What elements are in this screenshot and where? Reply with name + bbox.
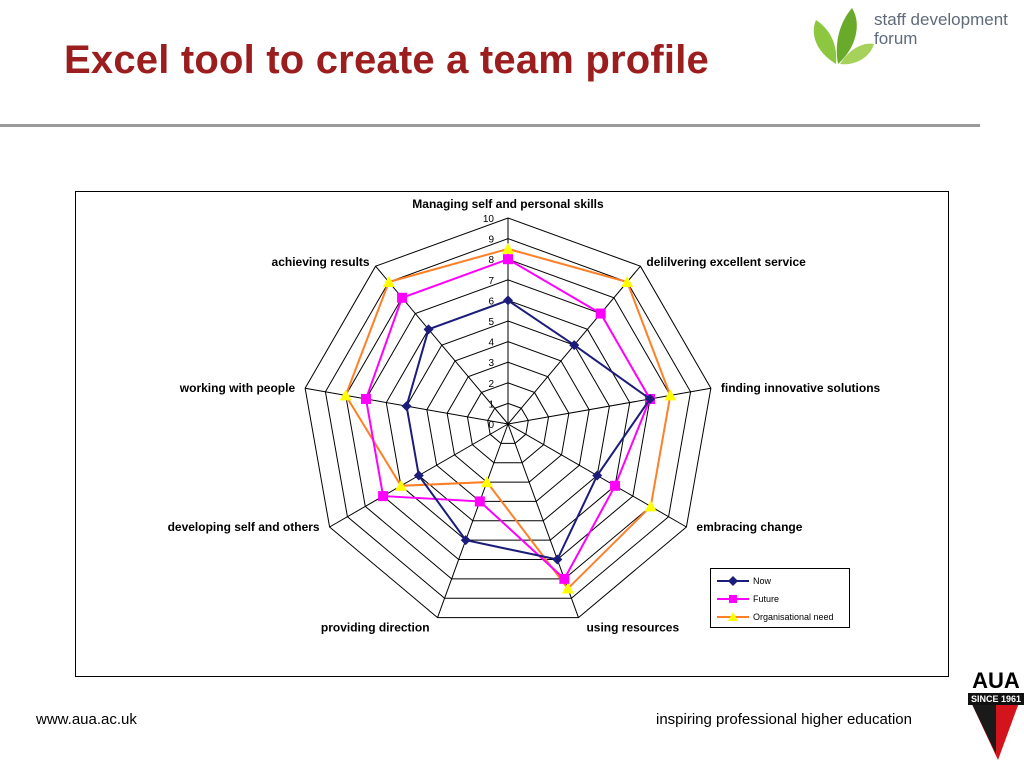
tick-label: 7 xyxy=(488,276,494,287)
radar-series xyxy=(339,242,677,594)
radar-grid xyxy=(304,217,712,619)
grid-ring xyxy=(487,402,529,444)
data-point xyxy=(552,554,563,565)
data-point xyxy=(644,500,657,512)
radar-category-labels: Managing self and personal skills delilve… xyxy=(168,197,881,635)
data-point xyxy=(664,389,677,401)
tick-label: 3 xyxy=(488,358,494,369)
leaf-logo-icon xyxy=(813,8,874,65)
tick-label: 9 xyxy=(488,235,494,246)
data-point xyxy=(474,496,485,507)
legend-item-org-need: Organisational need xyxy=(717,609,834,625)
data-point xyxy=(621,275,634,287)
legend-future-swatch-icon xyxy=(717,595,749,603)
legend-now-swatch-icon xyxy=(717,576,749,586)
data-point xyxy=(397,292,408,303)
axis-line xyxy=(375,265,509,425)
data-point xyxy=(503,254,513,265)
tick-label: 5 xyxy=(488,317,494,328)
data-point xyxy=(382,275,395,287)
staff-development-forum-logo xyxy=(806,2,1024,72)
data-point xyxy=(502,242,514,254)
logo-line2: forum xyxy=(874,29,918,48)
data-point xyxy=(645,393,656,404)
aua-name: AUA xyxy=(972,668,1020,693)
axis-line xyxy=(507,387,711,425)
data-point xyxy=(569,340,580,351)
category-label: delilvering excellent service xyxy=(646,255,806,269)
data-point xyxy=(378,491,389,502)
data-point xyxy=(339,389,352,401)
tick-label: 8 xyxy=(488,255,494,266)
logo-text: staff development forum xyxy=(874,10,1008,48)
category-label: working with people xyxy=(179,381,296,395)
data-point xyxy=(503,295,513,306)
tick-label: 10 xyxy=(483,214,495,225)
footer-tagline: inspiring professional higher education xyxy=(656,711,912,728)
data-point xyxy=(394,479,407,491)
data-point xyxy=(595,308,606,319)
grid-ring xyxy=(406,320,610,522)
grid-ring xyxy=(446,361,570,483)
category-label: embracing change xyxy=(696,520,802,534)
grid-ring xyxy=(426,341,590,502)
data-point xyxy=(460,535,471,546)
aua-logo-icon xyxy=(970,700,1020,760)
legend-item-future: Future xyxy=(717,591,779,607)
series-future xyxy=(360,254,656,584)
data-point xyxy=(480,476,493,488)
data-point xyxy=(360,393,371,404)
grid-ring xyxy=(385,299,631,541)
legend-item-now: Now xyxy=(717,573,771,589)
category-label: finding innovative solutions xyxy=(721,381,881,395)
grid-ring xyxy=(345,258,671,580)
category-label: Managing self and personal skills xyxy=(412,197,604,211)
grid-ring xyxy=(466,382,550,464)
series-line xyxy=(364,258,652,581)
tick-label: 4 xyxy=(488,338,494,349)
aua-logo-text: AUA SINCE 1961 xyxy=(968,670,1024,705)
logo-line1: staff development xyxy=(874,10,1008,29)
chart-legend: Now Future Organisational need xyxy=(710,568,850,628)
tick-label: 6 xyxy=(488,296,494,307)
series-line xyxy=(344,247,672,591)
tick-label: 1 xyxy=(488,399,494,410)
data-point xyxy=(413,470,424,481)
series-now xyxy=(401,295,656,565)
grid-ring xyxy=(304,217,712,619)
data-point xyxy=(423,324,434,335)
tick-label: 0 xyxy=(488,420,494,431)
category-label: providing direction xyxy=(321,621,430,635)
series-line xyxy=(405,299,652,561)
legend-label-org-need: Organisational need xyxy=(753,612,834,622)
grid-ring xyxy=(324,238,692,599)
legend-org-need-swatch-icon xyxy=(717,612,749,621)
series-organisational-need xyxy=(339,242,677,594)
tick-label: 2 xyxy=(488,379,494,390)
data-point xyxy=(610,480,621,491)
slide-title: Excel tool to create a team profile xyxy=(64,38,709,82)
data-point xyxy=(561,582,574,594)
footer-url: www.aua.ac.uk xyxy=(36,711,137,728)
radar-tick-labels: 0 1 2 3 4 5 6 7 8 9 10 xyxy=(483,214,495,431)
legend-label-future: Future xyxy=(753,594,780,604)
axis-line xyxy=(437,423,509,618)
data-point xyxy=(559,573,570,584)
data-point xyxy=(401,401,412,412)
radar-chart-frame: 0 1 2 3 4 5 6 7 8 9 10 Managing self and personal … xyxy=(75,191,949,677)
category-label: using resources xyxy=(586,621,679,635)
title-divider xyxy=(0,124,980,127)
radar-chart: 0 1 2 3 4 5 6 7 8 9 10 Managing self and personal … xyxy=(168,197,881,635)
legend-label-now: Now xyxy=(753,576,772,586)
aua-since: SINCE 1961 xyxy=(968,693,1024,705)
data-point xyxy=(592,470,603,481)
category-label: developing self and others xyxy=(168,520,320,534)
category-label: achieving results xyxy=(272,255,370,269)
